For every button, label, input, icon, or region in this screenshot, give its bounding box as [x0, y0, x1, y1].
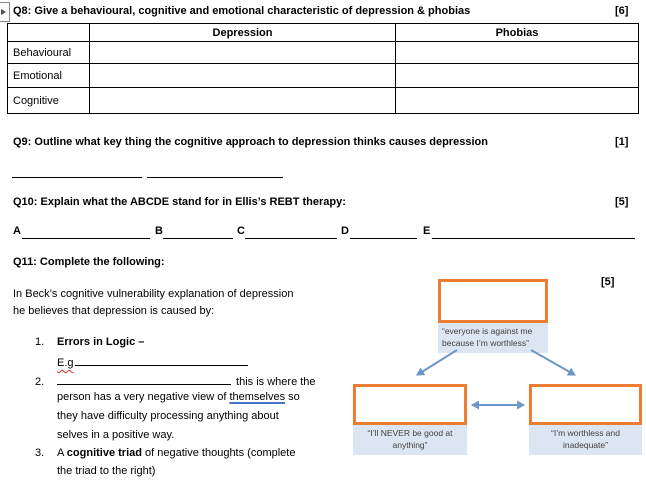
table-cell-emotional-phobias[interactable]: [396, 64, 639, 88]
triad-box-top[interactable]: [438, 279, 548, 323]
q10-blank-a[interactable]: [22, 226, 150, 239]
triad-box-right[interactable]: [529, 384, 642, 425]
table-header-phobias: Phobias: [396, 24, 639, 42]
q9-answer-blank-2[interactable]: [147, 165, 283, 178]
q9-marks: [1]: [615, 136, 629, 148]
q11-item1-eg-line: E.g: [57, 354, 248, 369]
q11-item3-line2: the triad to the right): [57, 465, 156, 477]
item1-number: 1.: [35, 336, 45, 348]
q11-item1: 1. Errors in Logic –: [35, 336, 144, 348]
table-cell-emotional-depression[interactable]: [90, 64, 396, 88]
triad-box-left[interactable]: [353, 384, 467, 425]
q8-title: Q8: Give a behavioural, cognitive and em…: [13, 5, 471, 17]
triad-label-right-line2: inadequate”: [563, 439, 608, 450]
item1-answer-blank[interactable]: [74, 354, 248, 366]
q11-item2-line3: they have difficulty processing anything…: [57, 410, 279, 422]
q8-marks: [6]: [615, 5, 629, 17]
table-rowheader-behavioural: Behavioural: [8, 42, 90, 64]
right-arrow-icon: [1, 9, 6, 15]
triad-label-right-line1: “I’m worthless and: [551, 428, 620, 438]
margin-marker-icon: [0, 2, 10, 22]
q10-blank-d[interactable]: [350, 226, 417, 239]
q11-intro-line2: he believes that depression is caused by…: [13, 305, 215, 317]
q10-marks: [5]: [615, 196, 629, 208]
item2-number: 2.: [35, 376, 45, 388]
item2-after-blank: this is where the: [233, 376, 316, 388]
triad-label-right: “I’m worthless and inadequate”: [529, 425, 642, 455]
letter-b: B: [155, 225, 163, 237]
letter-a: A: [13, 225, 21, 237]
table-cell-behavioural-phobias[interactable]: [396, 42, 639, 64]
item2-l2b: so: [285, 391, 300, 403]
q9-title: Q9: Outline what key thing the cognitive…: [13, 136, 488, 148]
q10-blank-e[interactable]: [432, 226, 635, 239]
q10-answer-row: A B C D E: [0, 225, 646, 241]
item2-l2a: person has a very negative view of: [57, 391, 230, 403]
table-corner-cell: [8, 24, 90, 42]
triad-label-top: “everyone is against me because I’m wort…: [438, 323, 548, 353]
q8-table: Depression Phobias Behavioural Emotional…: [7, 23, 639, 114]
arrow-top-to-right: [530, 349, 576, 376]
table-cell-cognitive-depression[interactable]: [90, 88, 396, 114]
q11-item2-line4: selves in a positive way.: [57, 429, 175, 441]
table-cell-behavioural-depression[interactable]: [90, 42, 396, 64]
q9-answer-blank-1[interactable]: [12, 165, 142, 178]
q11-item2-line2: person has a very negative view of thems…: [57, 391, 300, 403]
triad-label-left-line1: “I’ll NEVER be good at: [367, 428, 453, 438]
letter-c: C: [237, 225, 245, 237]
table-header-depression: Depression: [90, 24, 396, 42]
table-cell-cognitive-phobias[interactable]: [396, 88, 639, 114]
item3-number: 3.: [35, 447, 45, 459]
triad-label-top-line1: “everyone is against me: [442, 326, 533, 336]
item1-bold-text: Errors in Logic –: [57, 336, 145, 348]
letter-e: E: [423, 225, 431, 237]
item3-post: of negative thoughts (complete: [141, 447, 296, 459]
q11-title: Q11: Complete the following:: [13, 256, 165, 268]
table-rowheader-emotional: Emotional: [8, 64, 90, 88]
item2-answer-blank[interactable]: [57, 373, 231, 385]
triad-label-left-line2: anything”: [392, 439, 428, 450]
item3-pre: A: [57, 447, 67, 459]
q11-item2: 2. this is where the: [35, 373, 316, 388]
triad-label-top-line2: because I’m worthless”: [442, 337, 529, 348]
letter-d: D: [341, 225, 349, 237]
q11-intro-line1: In Beck’s cognitive vulnerability explan…: [13, 288, 294, 300]
q10-blank-b[interactable]: [163, 226, 233, 239]
triad-label-left: “I’ll NEVER be good at anything”: [353, 425, 467, 455]
eg-text: E.g: [57, 357, 74, 369]
item2-underlined-word: themselves: [229, 391, 286, 403]
arrow-top-to-left: [416, 349, 458, 376]
q11-item3: 3. A cognitive triad of negative thoughts…: [35, 447, 295, 459]
q10-title: Q10: Explain what the ABCDE stand for in…: [13, 196, 346, 208]
q10-blank-c[interactable]: [245, 226, 337, 239]
q11-marks: [5]: [601, 276, 615, 288]
item3-bold-text: cognitive triad: [66, 447, 142, 459]
table-rowheader-cognitive: Cognitive: [8, 88, 90, 114]
